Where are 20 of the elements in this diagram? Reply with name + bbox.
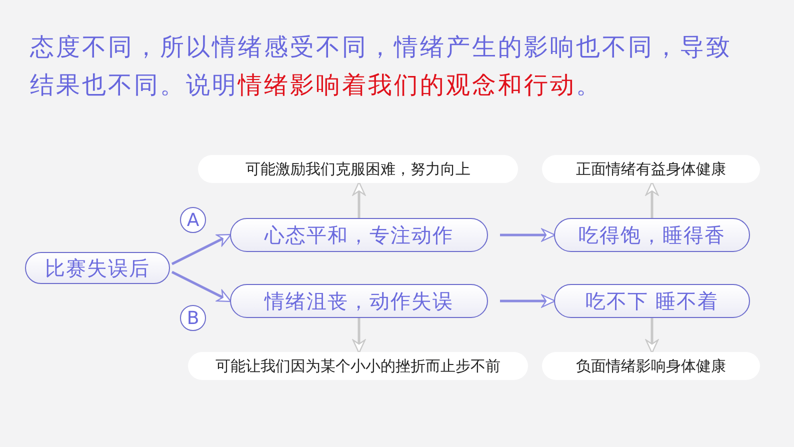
arrow: [171, 270, 232, 302]
title-text: 态度不同，所以情绪感受不同，情绪产生的影响也不同，导致结果也不同。说明情绪影响着我们的观念和行动。: [30, 32, 733, 101]
option-circle: B: [180, 305, 206, 331]
rounded-box: 比赛失误后: [25, 252, 170, 284]
note-box: 可能激励我们克服困难，努力向上: [198, 155, 518, 183]
arrow: [352, 318, 366, 354]
rounded-box: 心态平和，专注动作: [230, 218, 488, 252]
option-circle: A: [180, 207, 206, 233]
arrow: [352, 181, 366, 218]
arrow: [171, 234, 232, 266]
rounded-box: 情绪沮丧，动作失误: [230, 284, 488, 318]
arrow: [645, 318, 659, 354]
arrow: [500, 294, 556, 308]
note-box: 可能让我们因为某个小小的挫折而止步不前: [188, 352, 528, 380]
rounded-box: 吃得饱，睡得香: [554, 218, 750, 252]
note-box: 正面情绪有益身体健康: [542, 155, 760, 183]
rounded-box: 吃不下 睡不着: [554, 284, 750, 318]
arrow: [500, 228, 556, 242]
arrow: [645, 181, 659, 218]
note-box: 负面情绪影响身体健康: [542, 352, 760, 380]
